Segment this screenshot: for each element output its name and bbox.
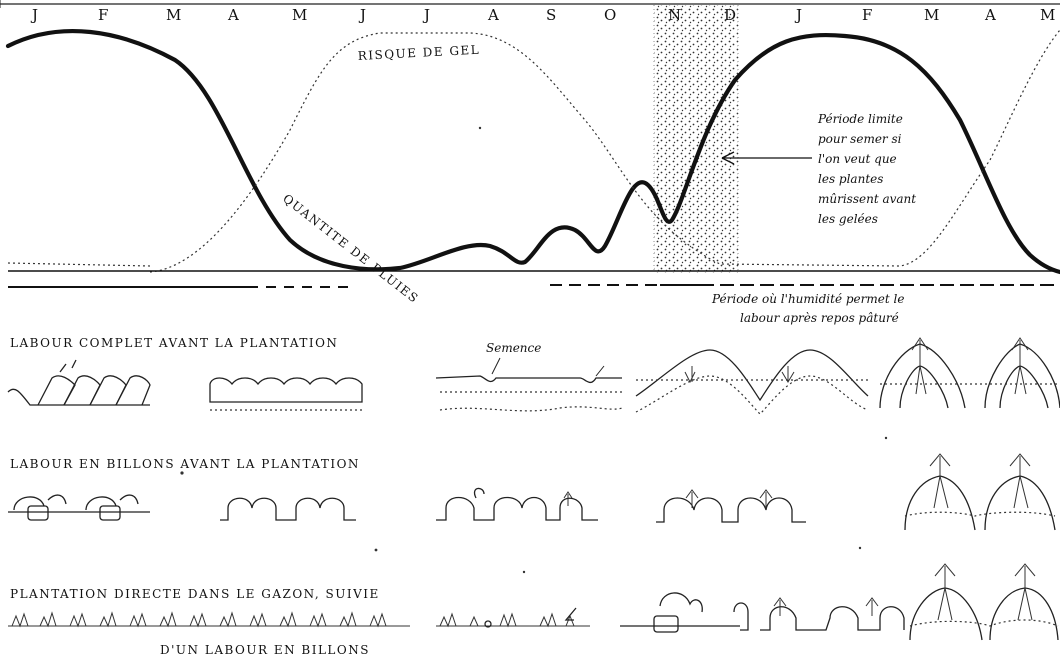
sowing-note-line: pour semer si bbox=[818, 132, 902, 146]
month-label: M bbox=[1040, 6, 1056, 24]
method-1-title: LABOUR COMPLET AVANT LA PLANTATION bbox=[10, 336, 338, 350]
month-grid bbox=[0, 0, 1060, 8]
month-label: J bbox=[794, 6, 803, 24]
method-2-title: LABOUR EN BILLONS AVANT LA PLANTATION bbox=[10, 457, 360, 471]
frost-risk-curve bbox=[149, 29, 1060, 273]
month-label: M bbox=[292, 6, 308, 24]
method-3-sketches bbox=[8, 563, 1059, 641]
method-3-subtitle: D'UN LABOUR EN BILLONS bbox=[160, 643, 370, 657]
month-label: F bbox=[98, 6, 109, 24]
month-label: M bbox=[166, 6, 182, 24]
tillage-period-line bbox=[8, 284, 1060, 288]
month-label: A bbox=[984, 6, 997, 24]
sowing-limit-band bbox=[654, 5, 738, 273]
month-label: J bbox=[30, 6, 39, 24]
tillage-note-line: Période où l'humidité permet le bbox=[711, 292, 904, 306]
month-label: J bbox=[422, 6, 431, 24]
tillage-note-line: labour après repos pâturé bbox=[740, 311, 899, 325]
month-label: M bbox=[924, 6, 940, 24]
rainfall-curve bbox=[5, 29, 1060, 275]
month-label: A bbox=[227, 6, 240, 24]
month-row: J F M A M J J A S O N D J F M A M bbox=[30, 6, 1056, 24]
method-1-sketches: Semence bbox=[7, 337, 1060, 415]
decorative-dots bbox=[180, 126, 888, 574]
sowing-note-line: les gelées bbox=[818, 212, 878, 226]
month-label: A bbox=[487, 6, 500, 24]
month-label: S bbox=[546, 6, 557, 24]
month-label: O bbox=[604, 6, 617, 24]
month-label: J bbox=[358, 6, 367, 24]
seed-label: Semence bbox=[486, 341, 541, 355]
frost-risk-label: RISQUE DE GEL bbox=[357, 43, 480, 63]
month-label: F bbox=[862, 6, 873, 24]
sowing-note-line: mûrissent avant bbox=[818, 192, 916, 206]
sowing-note-line: Période limite bbox=[817, 112, 903, 126]
sowing-note-line: les plantes bbox=[818, 172, 883, 186]
method-3-title: PLANTATION DIRECTE DANS LE GAZON, SUIVIE bbox=[10, 587, 380, 601]
method-2-sketches bbox=[8, 453, 1056, 531]
sowing-note-line: l'on veut que bbox=[818, 152, 897, 166]
chart-baseline bbox=[7, 269, 1060, 273]
sowing-note: Période limite pour semer si l'on veut q… bbox=[721, 112, 916, 226]
